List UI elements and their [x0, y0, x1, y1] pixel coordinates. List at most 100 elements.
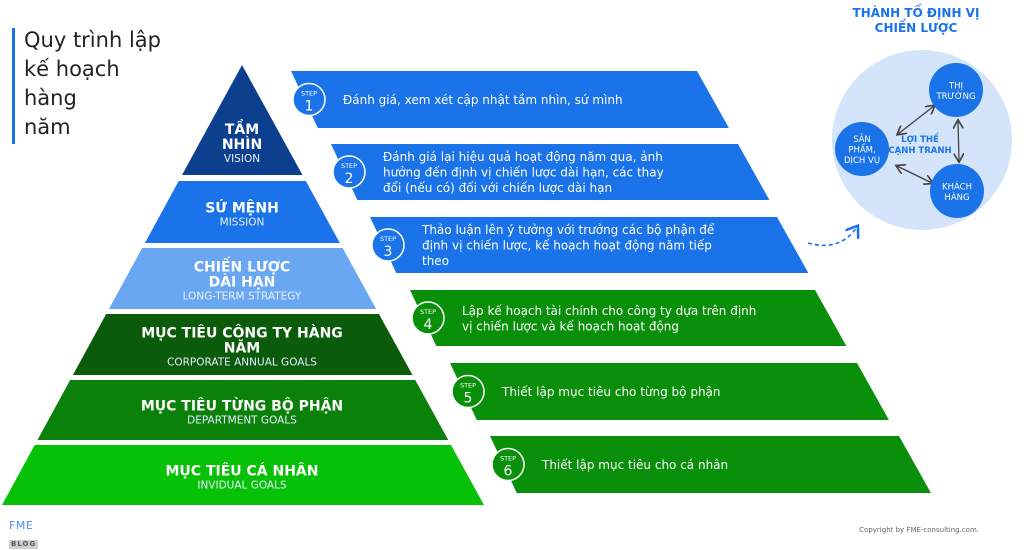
competitive-advantage-label: LỢI THẾ — [901, 132, 939, 145]
pyramid-level-subtitle: DEPARTMENT GOALS — [187, 415, 297, 427]
step-description: theo — [422, 254, 449, 268]
title-line: hàng — [24, 86, 77, 110]
logo-fme-text: FME — [9, 519, 34, 532]
competitive-advantage-label: CẠNH TRANH — [888, 146, 951, 156]
positioning-node-circle — [835, 122, 889, 176]
step-description: vị chiến lược và kế hoạch hoạt động — [462, 319, 679, 333]
positioning-node-label: THỊ — [948, 81, 963, 91]
step-badge-label: STEP — [341, 162, 357, 170]
step-description: Thiết lập mục tiêu cho từng bộ phận — [501, 385, 721, 399]
pyramid-level-title: DÀI HẠN — [209, 274, 276, 291]
step-badge-label: STEP — [380, 235, 396, 243]
step-description: Thảo luận lên ý tưởng với trưởng các bộ … — [421, 223, 715, 237]
step-badge-label: STEP — [420, 308, 436, 316]
step-badge — [451, 374, 485, 409]
fme-blog-logo[interactable]: FME BLOG — [9, 519, 39, 550]
pyramid-level-title: CHIẾN LƯỢC — [194, 257, 290, 276]
pyramid-level-title: MỤC TIÊU CÔNG TY HÀNG — [141, 324, 343, 342]
step-badge-number: 3 — [384, 244, 393, 260]
pyramid-level-subtitle: MISSION — [220, 217, 265, 229]
title-accent-bar — [12, 28, 15, 144]
double-arrow-icon — [898, 106, 934, 134]
step-badge — [292, 82, 326, 117]
step-badge — [371, 228, 405, 262]
step-badge-number: 4 — [424, 317, 433, 333]
double-arrow-icon — [897, 166, 932, 183]
positioning-node-circle — [929, 63, 983, 117]
step-description: Lập kế hoạch tài chính cho công ty dựa t… — [462, 304, 756, 318]
positioning-title: CHIẾN LƯỢC — [875, 19, 958, 35]
step-badge-number: 5 — [464, 391, 473, 407]
positioning-node-label: HÀNG — [944, 191, 969, 203]
dashed-curved-arrow-icon — [807, 227, 857, 247]
positioning-title: THÀNH TỐ ĐỊNH VỊ — [853, 3, 980, 20]
positioning-node-label: KHÁCH — [942, 180, 972, 192]
step-badge — [332, 155, 366, 189]
positioning-node-label: TRƯỜNG — [935, 90, 975, 102]
pyramid-level-title: SỨ MỆNH — [205, 199, 279, 217]
positioning-node-label: DỊCH VỤ — [844, 156, 880, 166]
step-badge — [411, 301, 445, 335]
double-arrow-icon — [958, 121, 959, 161]
pyramid-level-shape — [144, 181, 340, 243]
step-badge — [491, 447, 525, 482]
title-line: Quy trình lập — [24, 28, 161, 52]
step-banner-shape — [450, 363, 889, 420]
pyramid-level-shape — [2, 445, 484, 505]
pyramid-level-title: NHÌN — [222, 136, 262, 153]
pyramid-level-shape — [72, 314, 413, 375]
step-badge-label: STEP — [460, 382, 476, 390]
step-description: Đánh giá lại hiệu quả hoạt động năm qua,… — [383, 150, 663, 164]
pyramid-level-subtitle: VISION — [224, 153, 260, 165]
logo-blog-text: BLOG — [9, 540, 39, 549]
step-banner-shape — [490, 436, 931, 493]
pyramid-level-title: MỤC TIÊU CÁ NHÂN — [166, 463, 319, 480]
step-banner-shape — [370, 217, 809, 273]
step-description: đổi (nếu có) đối với chiến lược dài hạn — [383, 181, 612, 195]
step-badge-number: 6 — [504, 464, 513, 480]
pyramid-level-shape — [108, 248, 377, 309]
positioning-node-label: SẢN — [853, 133, 871, 145]
page-title: Quy trình lập kế hoạch hàng năm — [24, 26, 224, 142]
pyramid-level-shape — [182, 65, 303, 175]
step-description: hưởng đến định vị chiến lược dài hạn, cá… — [383, 166, 664, 180]
pyramid-level-title: MỤC TIÊU TỪNG BỘ PHẬN — [141, 397, 343, 415]
step-description: Đánh giá, xem xét cập nhật tầm nhìn, sứ … — [343, 93, 623, 107]
pyramid-level-subtitle: CORPORATE ANNUAL GOALS — [167, 357, 317, 369]
step-badge-number: 1 — [305, 99, 314, 115]
pyramid-level-subtitle: INVIDUAL GOALS — [197, 480, 287, 492]
step-badge-label: STEP — [500, 455, 516, 463]
pyramid-level-subtitle: LONG-TERM STRATEGY — [183, 291, 302, 303]
step-badge-label: STEP — [301, 90, 317, 98]
positioning-node-circle — [930, 164, 984, 218]
step-banner-shape — [410, 290, 847, 346]
title-line: năm — [24, 115, 71, 139]
step-banner-shape — [331, 144, 770, 200]
pyramid-level-shape — [37, 380, 449, 440]
title-line: kế hoạch — [24, 57, 120, 81]
step-description: định vị chiến lược, kế hoạch hoạt động n… — [422, 239, 712, 253]
positioning-node-label: PHẨM, — [848, 143, 875, 156]
step-badge-number: 2 — [345, 171, 354, 187]
step-description: Thiết lập mục tiêu cho cá nhân — [541, 458, 728, 472]
pyramid-level-title: NĂM — [224, 339, 260, 357]
